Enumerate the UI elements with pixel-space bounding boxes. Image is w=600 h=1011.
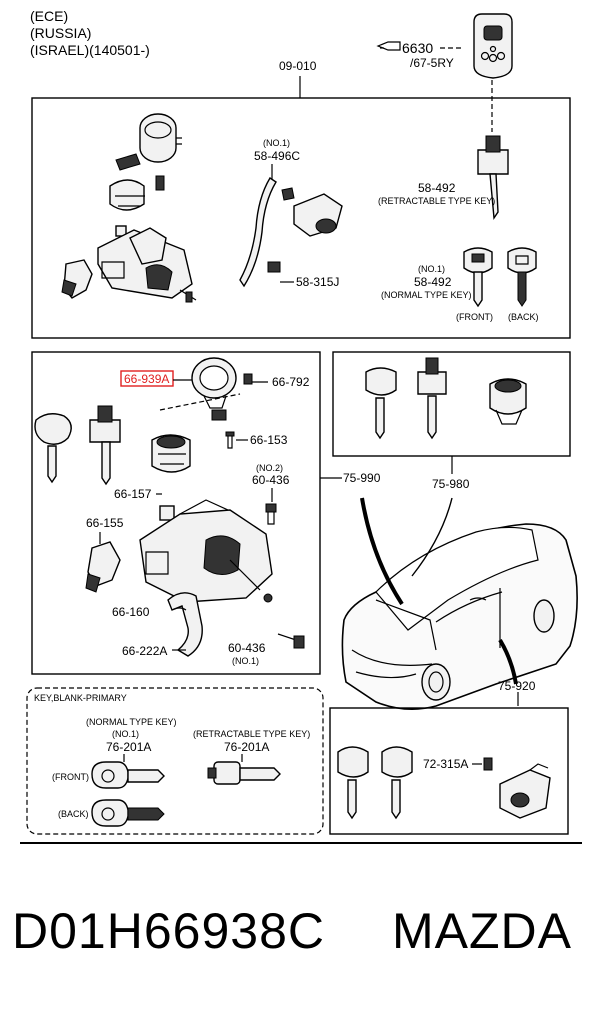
top-no1-b: (NO.1)	[418, 264, 445, 274]
ref-6630-sub: /67-5RY	[410, 56, 454, 70]
pointing-hand-icon	[376, 41, 401, 51]
key-blank-retractable	[207, 761, 281, 785]
label-back-keyblank: (BACK)	[58, 809, 89, 819]
middle-no2: (NO.2)	[256, 463, 283, 473]
label-66-792: 66-792	[272, 375, 310, 389]
region-line-ece: (ECE)	[30, 8, 68, 24]
label-58-492-normal: 58-492	[414, 275, 452, 289]
region-line-israel: (ISRAEL)(140501-)	[30, 42, 150, 58]
ref-6630: 6630	[402, 40, 433, 56]
top-assembly-box	[31, 97, 571, 339]
car-illustration	[341, 523, 578, 710]
middle-no1: (NO.1)	[232, 656, 259, 666]
part-footer: D01H66938C MAZDA	[0, 880, 600, 990]
label-76-201a-retract: 76-201A	[224, 740, 269, 754]
rod-and-bracket	[239, 177, 343, 288]
label-72-315a: 72-315A	[423, 757, 468, 771]
label-75-980: 75-980	[432, 477, 470, 491]
clamp-66-222a	[167, 592, 203, 657]
middle-right-keys-box	[332, 351, 571, 457]
label-66-939a: 66-939A	[124, 372, 169, 386]
normal-key-bottom-1	[337, 746, 369, 820]
bottom-right-box	[329, 707, 569, 835]
ref-09-010: 09-010	[279, 59, 317, 73]
bolt-60-436-no1	[277, 633, 305, 649]
part-66-157	[159, 505, 175, 521]
label-66-222a: 66-222A	[122, 644, 167, 658]
label-normal-key-top: (NORMAL TYPE KEY)	[381, 290, 472, 300]
normal-key-middle-left	[34, 413, 72, 484]
key-blank-box	[26, 687, 324, 835]
label-front-keyblank: (FRONT)	[52, 772, 89, 782]
brand-name: MAZDA	[392, 903, 572, 959]
retractable-key-top	[477, 135, 509, 221]
key-blank-back	[91, 799, 165, 827]
label-66-153: 66-153	[250, 433, 288, 447]
key-blank-no1: (NO.1)	[112, 729, 139, 739]
label-75-990: 75-990	[343, 471, 381, 485]
label-76-201a-normal: 76-201A	[106, 740, 151, 754]
top-no1: (NO.1)	[263, 138, 290, 148]
ring-part-66-939a	[191, 357, 237, 421]
label-60-436-top: 60-436	[252, 473, 290, 487]
key-blank-normal-key: (NORMAL TYPE KEY)	[86, 717, 177, 727]
parts-diagram: (ECE) (RUSSIA) (ISRAEL)(140501-) 6630 /6…	[20, 8, 582, 844]
normal-key-back-top	[507, 247, 537, 307]
ignition-cylinder-exploded-top	[61, 113, 197, 303]
key-blank-front	[91, 761, 165, 789]
label-75-920: 75-920	[498, 679, 536, 693]
ignition-cylinder-middle	[151, 434, 191, 473]
label-66-160: 66-160	[112, 605, 150, 619]
label-58-492-retract: 58-492	[418, 181, 456, 195]
label-retractable-key-top: (RETRACTABLE TYPE KEY)	[378, 196, 495, 206]
key-blank-retractable-key: (RETRACTABLE TYPE KEY)	[193, 729, 310, 739]
cylinder-75-980	[489, 378, 527, 425]
bolt-60-436-no2	[265, 503, 277, 525]
steering-lock-housing	[139, 499, 273, 603]
label-58-496c: 58-496C	[254, 149, 300, 163]
key-fob-remote	[473, 13, 513, 79]
part-72-315a	[483, 757, 493, 771]
part-number: D01H66938C	[12, 903, 325, 959]
label-60-436-bottom: 60-436	[228, 641, 266, 655]
screw-66-153	[225, 431, 235, 449]
normal-key-front-top	[463, 247, 493, 308]
normal-key-bottom-2	[381, 746, 413, 820]
label-back-top: (BACK)	[508, 312, 539, 322]
retractable-key-75-980	[417, 357, 447, 440]
highlight-box-66-939a	[120, 370, 174, 387]
switch-part-66-155	[85, 541, 121, 593]
region-line-russia: (RUSSIA)	[30, 25, 91, 41]
part-66-792	[243, 373, 253, 385]
retractable-key-middle-left	[89, 405, 121, 486]
middle-left-assembly-box	[31, 351, 321, 675]
normal-key-75-980	[365, 367, 397, 440]
label-front-top: (FRONT)	[456, 312, 493, 322]
key-blank-title: KEY,BLANK-PRIMARY	[34, 693, 127, 703]
label-58-315j: 58-315J	[296, 275, 339, 289]
label-66-155: 66-155	[86, 516, 124, 530]
label-66-157: 66-157	[114, 487, 152, 501]
door-lock-cylinder	[499, 763, 551, 819]
